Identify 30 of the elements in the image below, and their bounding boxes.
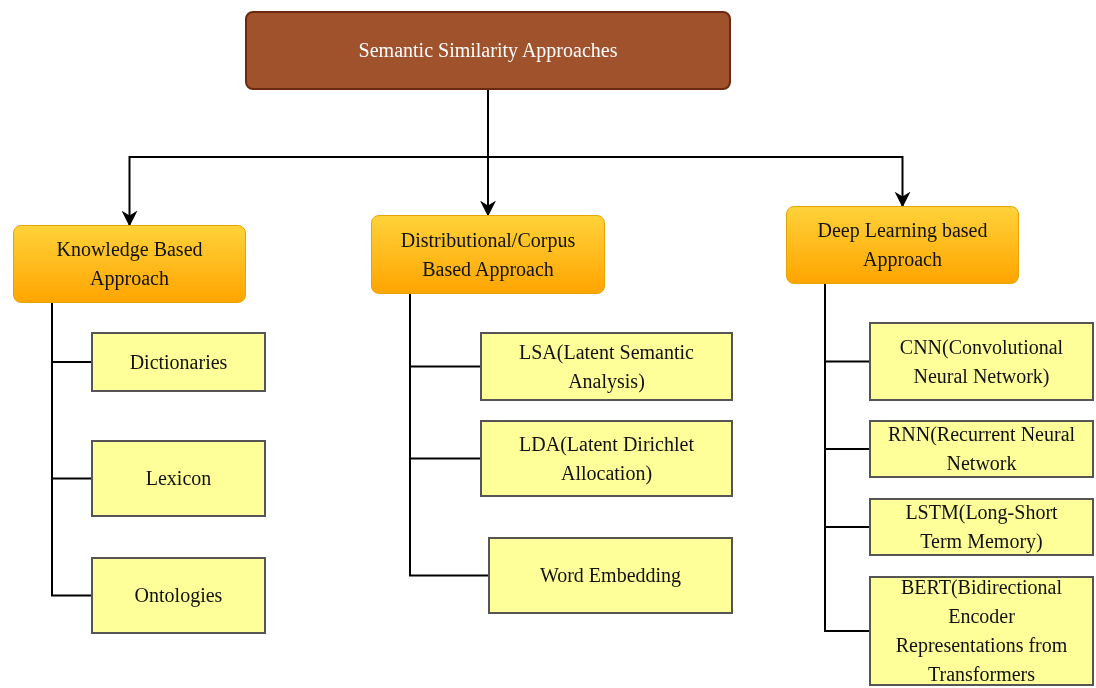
node-label: Knowledge Based Approach [55,237,204,292]
node-label: Ontologies [134,583,223,609]
node-label: Semantic Similarity Approaches [358,38,618,64]
category-box [13,225,246,303]
method-box [488,537,733,614]
node-label: BERT(Bidirectional Encoder Representations from Transformers [894,575,1069,687]
method-box [91,440,266,517]
node-label: Lexicon [145,466,212,491]
method-box [91,332,266,392]
node-label: LSTM(Long-Short Term Memory) [904,500,1059,555]
category-box [786,206,1019,284]
node-label: LSA(Latent Semantic Analysis) [518,339,695,395]
method-box [869,498,1094,556]
method-box [869,420,1094,478]
method-box [869,322,1094,401]
node-label: Distributional/Corpus Based Approach [399,227,577,283]
method-box [869,576,1094,686]
category-box [371,215,605,294]
node-label: LDA(Latent Dirichlet Allocation) [518,431,695,487]
node-label: CNN(Convolutional Neural Network) [898,334,1065,390]
node-label: Dictionaries [129,349,228,375]
node-label: RNN(Recurrent Neural Network [886,422,1077,476]
connector-line [51,302,92,597]
method-box [480,332,733,401]
node-label: Word Embedding [539,563,682,589]
connector-line [409,293,489,577]
node-label: Deep Learning based Approach [816,218,989,273]
method-box [91,557,266,634]
title-box [245,11,731,90]
method-box [480,420,733,497]
